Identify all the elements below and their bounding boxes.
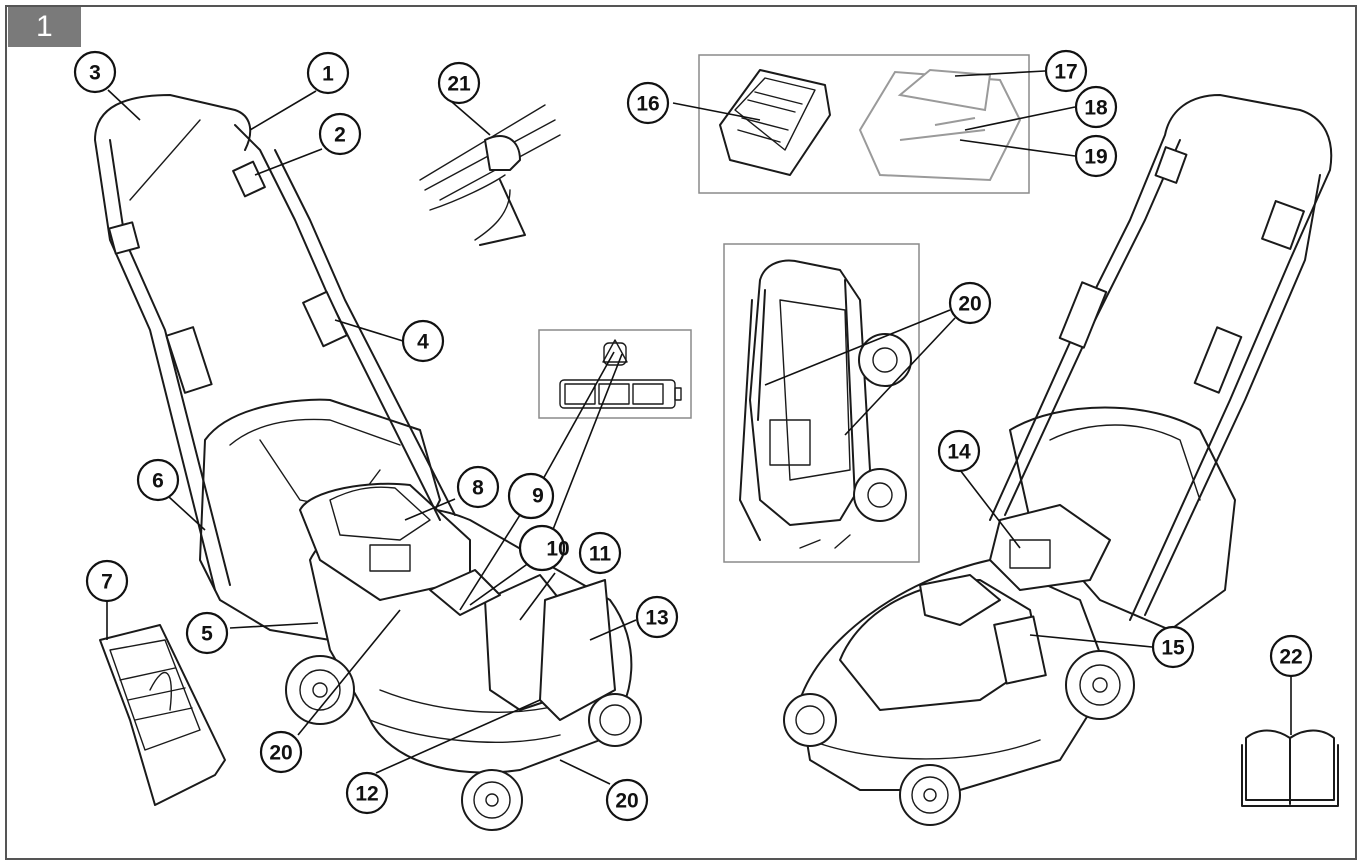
callout-1: 1 — [306, 51, 350, 95]
manual-book-icon — [1241, 729, 1339, 807]
callout-label-15: 15 — [1161, 637, 1185, 660]
callout-9: 9 — [507, 472, 555, 520]
callout-label-5: 5 — [201, 623, 213, 646]
callout-18: 18 — [1074, 85, 1118, 129]
callout-7: 7 — [85, 559, 129, 603]
callout-22: 22 — [1269, 634, 1313, 678]
wheel — [783, 693, 837, 747]
battery-indicator-inset — [538, 329, 692, 419]
callout-14: 14 — [937, 429, 981, 473]
callout-label-13: 13 — [645, 607, 668, 630]
callout-2: 2 — [318, 112, 362, 156]
callout-5: 5 — [185, 611, 229, 655]
callout-label-14: 14 — [947, 441, 971, 464]
wheel — [285, 655, 355, 725]
callout-label-1: 1 — [322, 63, 334, 86]
callout-label-8: 8 — [472, 477, 484, 500]
callout-3: 3 — [73, 50, 117, 94]
callout-label-9: 9 — [532, 485, 544, 508]
callout-20-front-wheel: 20 — [605, 778, 649, 822]
callout-label-18: 18 — [1084, 97, 1108, 120]
callout-label-21: 21 — [447, 73, 471, 96]
callout-17: 17 — [1044, 49, 1088, 93]
callout-label-19: 19 — [1084, 146, 1107, 169]
callout-label-6: 6 — [152, 470, 164, 493]
callout-10: 10 — [518, 524, 570, 572]
callout-21: 21 — [437, 61, 481, 105]
callout-20-left-wheel: 20 — [259, 730, 303, 774]
callout-label-11: 11 — [589, 543, 612, 566]
callout-6: 6 — [136, 458, 180, 502]
callout-label-16: 16 — [636, 93, 659, 116]
callout-8: 8 — [456, 465, 500, 509]
callout-label-20: 20 — [269, 742, 292, 765]
folded-mower-inset — [723, 243, 920, 563]
callout-11: 11 — [578, 531, 622, 575]
callout-20-folded: 20 — [948, 281, 992, 325]
callout-label-3: 3 — [89, 62, 101, 85]
fastener-kit-illustration — [419, 104, 561, 246]
callout-19: 19 — [1074, 134, 1118, 178]
mower-right-illustration — [783, 94, 1333, 826]
wheel — [1065, 650, 1135, 720]
callout-12: 12 — [345, 771, 389, 815]
outer-frame — [5, 5, 1357, 860]
callout-label-17: 17 — [1054, 61, 1077, 84]
callout-16: 16 — [626, 81, 670, 125]
figure-number-tag: 1 — [8, 6, 81, 47]
wheel — [588, 693, 642, 747]
callout-label-2: 2 — [334, 124, 346, 147]
callout-label-20: 20 — [958, 293, 981, 316]
wheel — [899, 764, 961, 826]
wheel — [461, 769, 523, 831]
mower-left-illustration — [94, 94, 642, 831]
callout-label-12: 12 — [355, 783, 378, 806]
callout-label-4: 4 — [417, 331, 429, 354]
mulch-insert-illustration — [99, 624, 226, 806]
callout-13: 13 — [635, 595, 679, 639]
callout-label-7: 7 — [101, 571, 113, 594]
battery-charger-inset — [698, 54, 1030, 194]
callout-label-22: 22 — [1279, 646, 1302, 669]
callout-label-20: 20 — [615, 790, 638, 813]
callout-label-10: 10 — [546, 538, 569, 561]
callout-4: 4 — [401, 319, 445, 363]
callout-15: 15 — [1151, 625, 1195, 669]
